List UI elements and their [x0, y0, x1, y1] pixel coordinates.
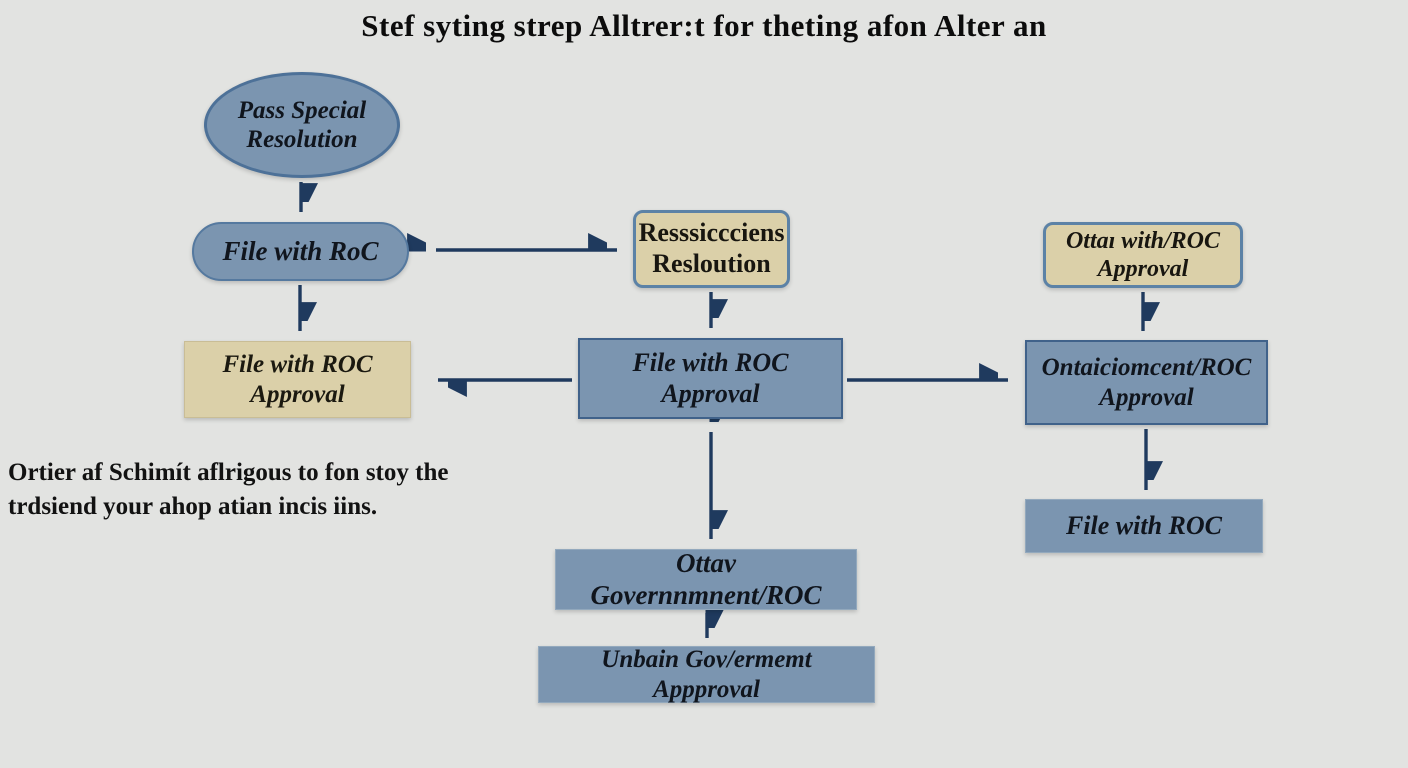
node-file-with-roc-approval-left: File with ROC Approval: [184, 341, 411, 418]
node-label: Unbain Gov/ermemt Appproval: [601, 646, 812, 703]
node-pass-special-resolution: Pass Special Resolution: [204, 72, 400, 178]
node-label: File with RoC: [222, 235, 379, 266]
node-resolution-top: Resssiccciens Resloution: [633, 210, 790, 288]
node-file-with-roc-right: File with ROC: [1025, 499, 1263, 553]
node-label: Ontaiciomcent/ROC Approval: [1041, 354, 1252, 411]
page-title: Stef syting strep Alltrer:t for theting …: [361, 8, 1047, 43]
side-note-text: Ortier af Schimít aflrigous to fon stoy …: [8, 459, 449, 520]
node-label: Resssiccciens Resloution: [638, 218, 785, 278]
node-label: File with ROC Approval: [632, 347, 789, 408]
node-label: Ottaı with/ROC Approval: [1065, 227, 1221, 282]
node-label: File with ROC: [1065, 510, 1223, 540]
node-otta-roc-approval: Ottaı with/ROC Approval: [1043, 222, 1243, 288]
node-file-with-roc-approval-mid: File with ROC Approval: [578, 338, 843, 419]
node-label: File with ROC Approval: [222, 351, 373, 408]
node-government-approval: Unbain Gov/ermemt Appproval: [538, 646, 875, 703]
node-government-roc: Ottav Governnmnent/ROC: [555, 547, 857, 610]
node-label: Pass Special Resolution: [237, 96, 367, 154]
node-file-with-roc-pill: File with RoC: [192, 222, 409, 281]
node-label: Ottav Governnmnent/ROC: [590, 547, 822, 610]
node-ontaiciomcent-roc-approval: Ontaiciomcent/ROC Approval: [1025, 340, 1268, 425]
